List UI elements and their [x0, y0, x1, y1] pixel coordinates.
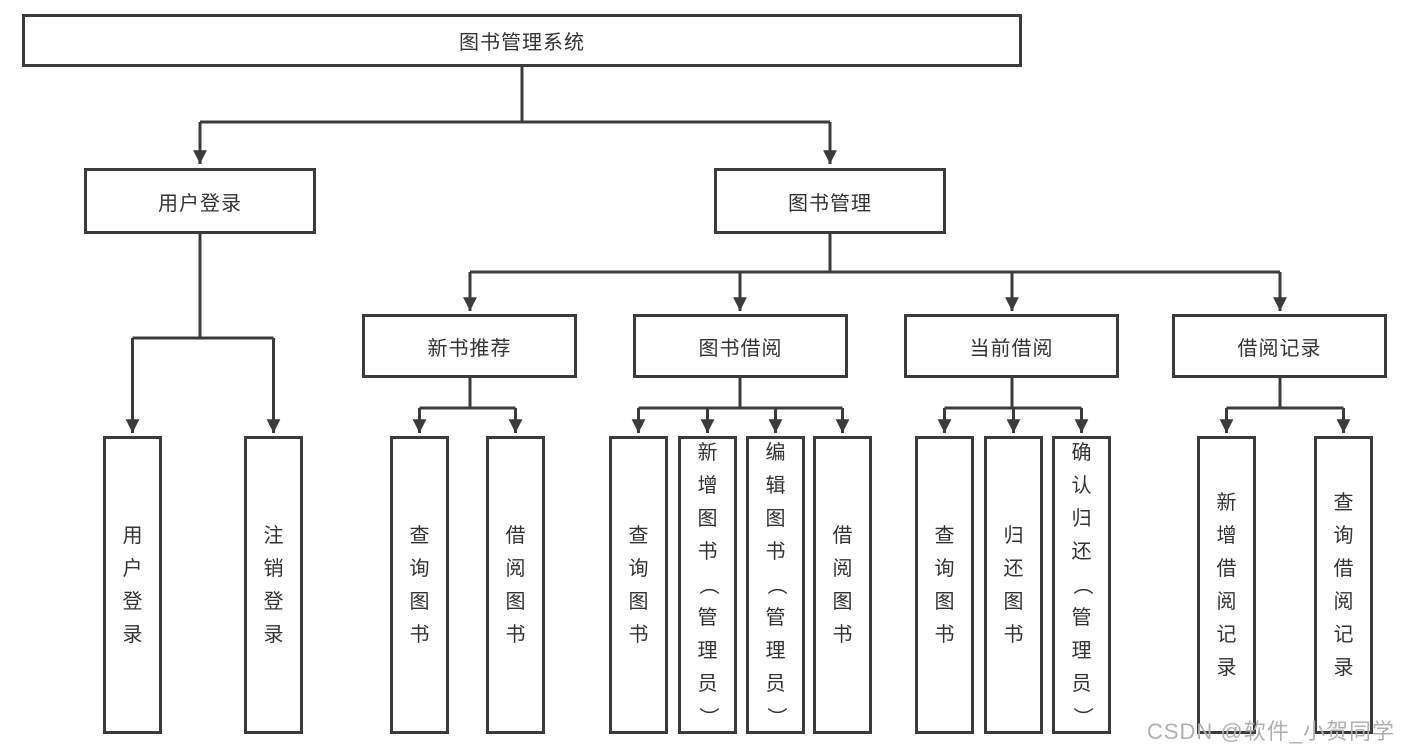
- connector-new-book-recommend: [412, 378, 523, 433]
- node-current-borrow: 当前借阅: [904, 314, 1119, 378]
- leaf-query-books-recommend: 查询图书: [390, 436, 449, 734]
- node-book-management: 图书管理: [714, 168, 946, 234]
- leaf-label: 查询借阅记录: [1333, 491, 1354, 679]
- node-label: 用户登录: [158, 192, 242, 215]
- connector-book-management: [463, 234, 1287, 311]
- leaf-label: 借阅图书: [505, 524, 526, 646]
- node-book-borrow: 图书借阅: [633, 314, 848, 378]
- leaf-borrow-books-recommend: 借阅图书: [486, 436, 545, 734]
- leaf-user-login: 用户登录: [103, 436, 162, 734]
- leaf-label: 查询图书: [628, 524, 649, 646]
- leaf-return-books: 归还图书: [984, 436, 1043, 734]
- leaf-label: 注销登录: [263, 524, 284, 646]
- connector-book-borrow: [631, 378, 850, 433]
- leaf-label: 确认归还（管理员）: [1070, 442, 1093, 727]
- leaf-confirm-return-admin: 确认归还（管理员）: [1052, 436, 1111, 734]
- leaf-add-books-admin: 新增图书（管理员）: [678, 436, 737, 734]
- node-label: 新书推荐: [427, 337, 512, 360]
- node-new-book-recommend: 新书推荐: [362, 314, 577, 378]
- connector-root: [193, 67, 837, 164]
- leaf-edit-books-admin: 编辑图书（管理员）: [746, 436, 805, 734]
- leaf-label: 查询图书: [934, 524, 955, 646]
- leaf-logout: 注销登录: [244, 436, 303, 734]
- node-label: 借阅记录: [1237, 337, 1322, 360]
- node-label: 图书管理系统: [459, 32, 585, 54]
- leaf-label: 编辑图书（管理员）: [764, 442, 787, 727]
- connector-borrow-records: [1219, 378, 1351, 433]
- node-label: 当前借阅: [969, 337, 1054, 360]
- leaf-label: 新增借阅记录: [1216, 491, 1237, 679]
- csdn-watermark: CSDN @软件_小贺同学: [1146, 719, 1395, 744]
- leaf-query-books-borrow: 查询图书: [609, 436, 668, 734]
- leaf-label: 查询图书: [409, 524, 430, 646]
- leaf-borrow-books: 借阅图书: [813, 436, 872, 734]
- leaf-label: 借阅图书: [832, 524, 853, 646]
- leaf-label: 用户登录: [122, 524, 143, 646]
- leaf-label: 新增图书（管理员）: [696, 442, 719, 727]
- connector-user-login: [125, 234, 281, 433]
- node-user-login: 用户登录: [84, 168, 316, 234]
- leaf-query-borrow-record: 查询借阅记录: [1314, 436, 1373, 734]
- node-borrow-records: 借阅记录: [1172, 314, 1387, 378]
- leaf-query-books-current: 查询图书: [915, 436, 974, 734]
- node-label: 图书借阅: [698, 337, 783, 360]
- connector-current-borrow: [937, 378, 1089, 433]
- node-library-management-system: 图书管理系统: [22, 14, 1022, 67]
- leaf-label: 归还图书: [1003, 524, 1024, 646]
- node-label: 图书管理: [788, 192, 872, 215]
- leaf-add-borrow-record: 新增借阅记录: [1197, 436, 1256, 734]
